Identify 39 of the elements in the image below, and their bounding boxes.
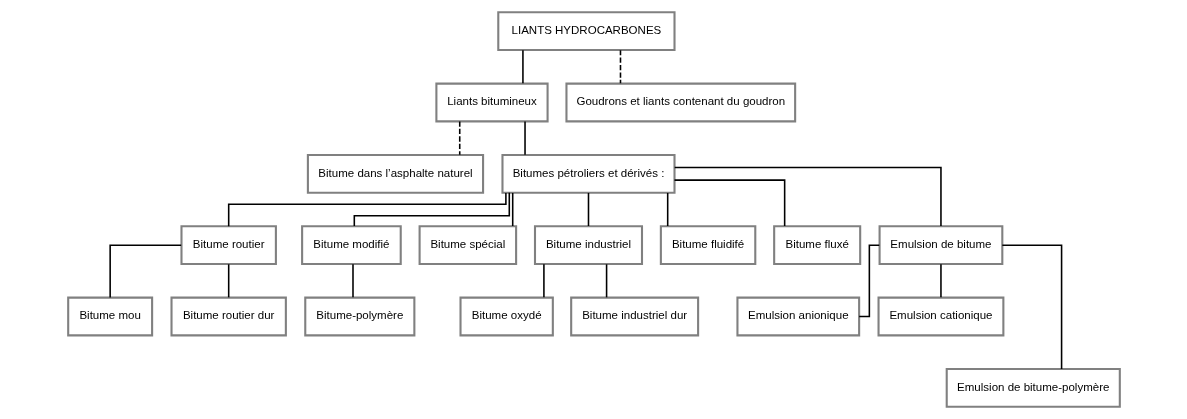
node-box: Bitume spécial [418,225,517,266]
node-box: Emulsion de bitume-polymère [945,367,1121,408]
node-box: Bitume fluidifé [659,225,756,266]
node-box: Bitume routier [179,225,277,266]
node-box: Bitumes pétroliers et dérivés : [500,153,676,194]
connector [521,49,524,85]
connector [458,120,460,156]
connector [619,49,621,85]
node-box: Bitume mou [66,296,153,337]
node-box: Bitume industriel dur [569,296,699,337]
connector [587,192,589,227]
connector [857,244,880,318]
connector [353,192,510,227]
node-box: Emulsion de bitume [878,225,1003,266]
node-box: Emulsion cationique [877,296,1004,337]
connector [511,192,513,227]
connector [351,263,354,299]
node-box: Bitume routier dur [169,296,287,337]
connector [605,263,607,299]
node-box: Bitume dans l’asphalte naturel [306,153,484,194]
node-box: LIANTS HYDROCARBONES [496,11,676,52]
connector [227,263,229,299]
node-box: Bitume modifié [300,225,402,266]
node-box: Emulsion anionique [735,296,860,337]
node-box: Bitume fluxé [772,225,861,266]
node-box: Liants bitumineux [434,82,549,123]
connector [1001,244,1062,370]
connector [542,263,545,299]
node-box: Bitume oxydé [458,296,554,337]
connector [227,192,507,227]
connector [108,244,182,299]
connector [939,263,942,299]
node-box: Goudrons et liants contenant du goudron [564,82,796,123]
connector [673,179,785,227]
node-box: Bitume industriel [533,225,643,266]
connector [673,166,942,227]
connector [666,192,668,227]
connector [523,120,526,156]
node-box: Bitume-polymère [303,296,415,337]
